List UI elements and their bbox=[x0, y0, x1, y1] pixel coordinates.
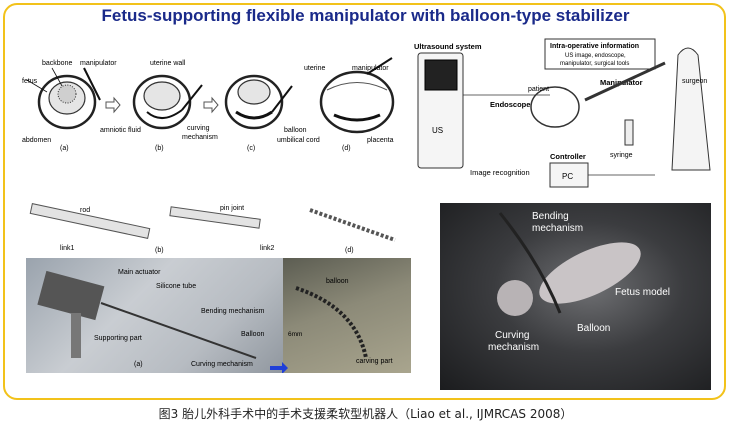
figure-title: Fetus-supporting flexible manipulator wi… bbox=[101, 6, 630, 25]
surgeon-figure bbox=[671, 47, 711, 171]
label-rod: rod bbox=[80, 207, 90, 214]
label-curving-2: mechanism bbox=[182, 134, 218, 141]
letter-d: (d) bbox=[342, 145, 351, 152]
label-curving-bl: Curving mechanism bbox=[191, 361, 253, 368]
label-main-actuator: Main actuator bbox=[118, 269, 161, 276]
label-intra-sub-2: manipulator, surgical tools bbox=[560, 61, 629, 67]
tube-shape bbox=[100, 302, 257, 359]
label-endoscope: Endoscope bbox=[490, 100, 530, 109]
fetus-model-shape bbox=[539, 242, 641, 304]
label-supporting: Supporting part bbox=[94, 335, 142, 342]
label-link2: link2 bbox=[260, 245, 275, 252]
label-syringe: syringe bbox=[610, 152, 633, 159]
label-fetus: fetus bbox=[22, 78, 38, 85]
label-curving: curving bbox=[187, 125, 210, 132]
label-amniotic: amniotic fluid bbox=[100, 127, 141, 134]
label-fetus-model: Fetus model bbox=[615, 287, 670, 298]
label-controller: Controller bbox=[550, 152, 586, 161]
label-manipulator: manipulator bbox=[80, 60, 117, 67]
balloon-manip-shape bbox=[295, 286, 368, 359]
label-surgeon: surgeon bbox=[682, 78, 707, 85]
schematic-b bbox=[132, 74, 203, 130]
intra-info-box bbox=[544, 38, 656, 70]
schematic-d bbox=[319, 57, 395, 134]
mechanism-drawings: rod link1 (b) pin joint link2 (d) bbox=[29, 203, 396, 254]
pc-monitor bbox=[549, 162, 589, 188]
label-abdomen: abdomen bbox=[22, 137, 51, 144]
label-bending: Bending mechanism bbox=[201, 308, 265, 315]
label-placenta: placenta bbox=[367, 137, 394, 144]
blue-arrow bbox=[270, 362, 288, 373]
label-uterine-wall: uterine wall bbox=[150, 60, 186, 67]
label-intra-title: Intra-operative information bbox=[550, 43, 639, 50]
support-shape bbox=[71, 313, 81, 358]
schematic-a bbox=[26, 67, 101, 130]
label-balloon-bl: Balloon bbox=[241, 331, 264, 338]
label-image-recognition: Image recognition bbox=[470, 168, 530, 177]
letter-c: (c) bbox=[247, 145, 255, 152]
label-balloon: balloon bbox=[284, 127, 307, 134]
label-umbilical: umbilical cord bbox=[277, 137, 320, 144]
manip-in-photo bbox=[498, 212, 562, 314]
label-manipulator-2: manipulator bbox=[352, 65, 389, 72]
letter-mid-d: (d) bbox=[345, 247, 354, 254]
arrow-1 bbox=[105, 96, 121, 114]
label-intra-sub-1: US image, endoscope, bbox=[565, 53, 626, 59]
label-curving-photo-2: mechanism bbox=[488, 342, 539, 353]
letter-a: (a) bbox=[60, 145, 69, 152]
rod-drawing bbox=[29, 203, 151, 239]
label-bending-photo: Bending bbox=[532, 211, 569, 222]
label-pc: PC bbox=[562, 172, 573, 181]
manipulator-arm bbox=[584, 61, 666, 102]
label-balloon-photo-r: Balloon bbox=[577, 323, 610, 334]
segmented-drawing bbox=[309, 208, 396, 242]
surgery-schematic: backbone manipulator fetus abdomen (a) a… bbox=[22, 57, 395, 152]
label-6mm: 6mm bbox=[288, 331, 302, 338]
prototype-annotations: Main actuator Silicone tube Bending mech… bbox=[37, 269, 393, 373]
label-curving-photo: Curving bbox=[495, 330, 529, 341]
us-monitor bbox=[424, 59, 458, 91]
actuator-shape bbox=[37, 270, 105, 321]
label-balloon-photo: balloon bbox=[326, 278, 349, 285]
label-silicone-tube: Silicone tube bbox=[156, 283, 196, 290]
label-bending-photo-2: mechanism bbox=[532, 223, 583, 234]
label-uterine: uterine bbox=[304, 65, 326, 72]
label-link1: link1 bbox=[60, 245, 75, 252]
letter-mid-b: (b) bbox=[155, 247, 164, 254]
label-carving: carving part bbox=[356, 358, 393, 365]
label-ultrasound-system: Ultrasound system bbox=[414, 42, 482, 51]
arrow-2 bbox=[203, 96, 219, 114]
pin-joint-drawing bbox=[169, 206, 261, 229]
figure-caption: 图3 胎儿外科手术中的手术支援柔软型机器人（Liao et al., IJMRC… bbox=[158, 407, 573, 421]
label-patient: patient bbox=[528, 86, 549, 93]
label-pin-joint: pin joint bbox=[220, 205, 244, 212]
letter-bl-a: (a) bbox=[134, 361, 143, 368]
system-schematic: Ultrasound system US Intra-operative inf… bbox=[414, 38, 711, 188]
fetus-head-shape bbox=[497, 280, 533, 316]
syringe-shape bbox=[624, 119, 634, 146]
patient-figure bbox=[530, 86, 580, 128]
label-us: US bbox=[432, 126, 443, 135]
fetus-photo-annotations: Bending mechanism Fetus model Balloon Cu… bbox=[488, 211, 670, 353]
letter-b: (b) bbox=[155, 145, 164, 152]
schematic-c bbox=[224, 74, 293, 130]
balloon-photo bbox=[283, 258, 411, 373]
label-backbone: backbone bbox=[42, 60, 72, 67]
